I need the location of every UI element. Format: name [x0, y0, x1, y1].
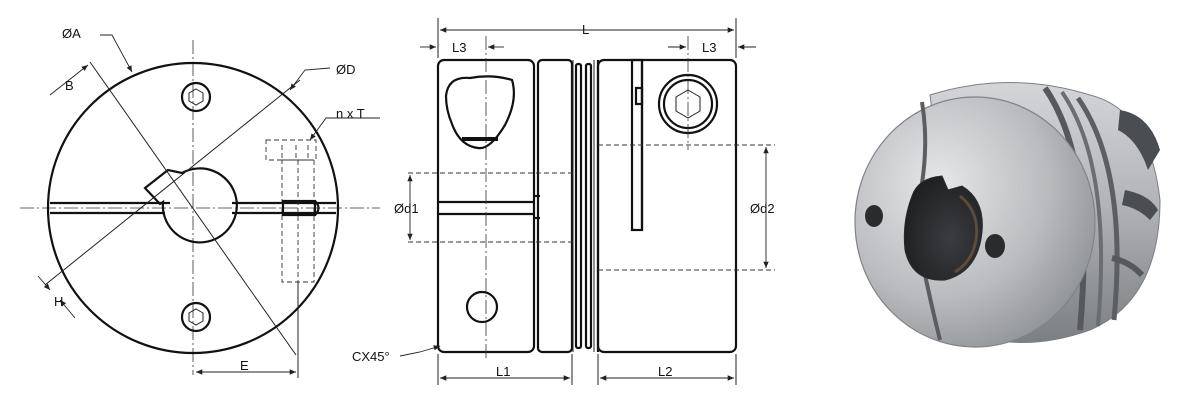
label-dia-d1: Ød1	[394, 201, 419, 216]
right-hub	[596, 58, 738, 354]
label-H: H	[54, 294, 63, 309]
dim-arrow-H	[59, 299, 76, 319]
flex-disc-1	[574, 62, 583, 350]
outer-diameter-circle	[46, 61, 340, 355]
hidden-screw-head	[265, 139, 317, 161]
label-dia-A: ØA	[62, 26, 81, 41]
side-view: L L3 L3 Ød1 Ød2 CX45° L1 L2	[352, 18, 775, 385]
label-L3-left: L3	[452, 40, 466, 55]
front-view: ØA B ØD n x T H E	[20, 26, 380, 378]
label-dia-d2: Ød2	[750, 201, 775, 216]
label-nxT: n x T	[336, 106, 365, 121]
leader-nxT	[309, 117, 380, 141]
hex-socket-screw-icon	[180, 81, 212, 113]
flex-disc-2	[584, 62, 593, 350]
hex-socket-screw-icon	[180, 301, 212, 333]
coupling-3d-render	[854, 82, 1161, 348]
label-B: B	[65, 78, 74, 93]
label-dia-D: ØD	[336, 62, 356, 77]
screw-in-slot	[281, 199, 317, 217]
dim-arrow-B	[49, 64, 89, 96]
label-L1: L1	[496, 364, 510, 379]
label-L3-right: L3	[702, 40, 716, 55]
dim-line-diagonal-H	[44, 79, 301, 286]
label-chamfer: CX45°	[352, 349, 390, 364]
leader-chamfer	[399, 345, 441, 357]
leader-dia-A	[100, 34, 133, 73]
dim-line-diagonal-B	[89, 61, 297, 356]
center-spacer	[536, 58, 574, 354]
leader-dia-D	[289, 67, 331, 91]
label-E: E	[240, 358, 249, 373]
set-screw-hole	[465, 290, 499, 324]
clamp-window	[444, 75, 515, 150]
label-L2: L2	[658, 364, 672, 379]
label-L: L	[582, 22, 589, 37]
bore-with-keyway	[143, 167, 238, 244]
